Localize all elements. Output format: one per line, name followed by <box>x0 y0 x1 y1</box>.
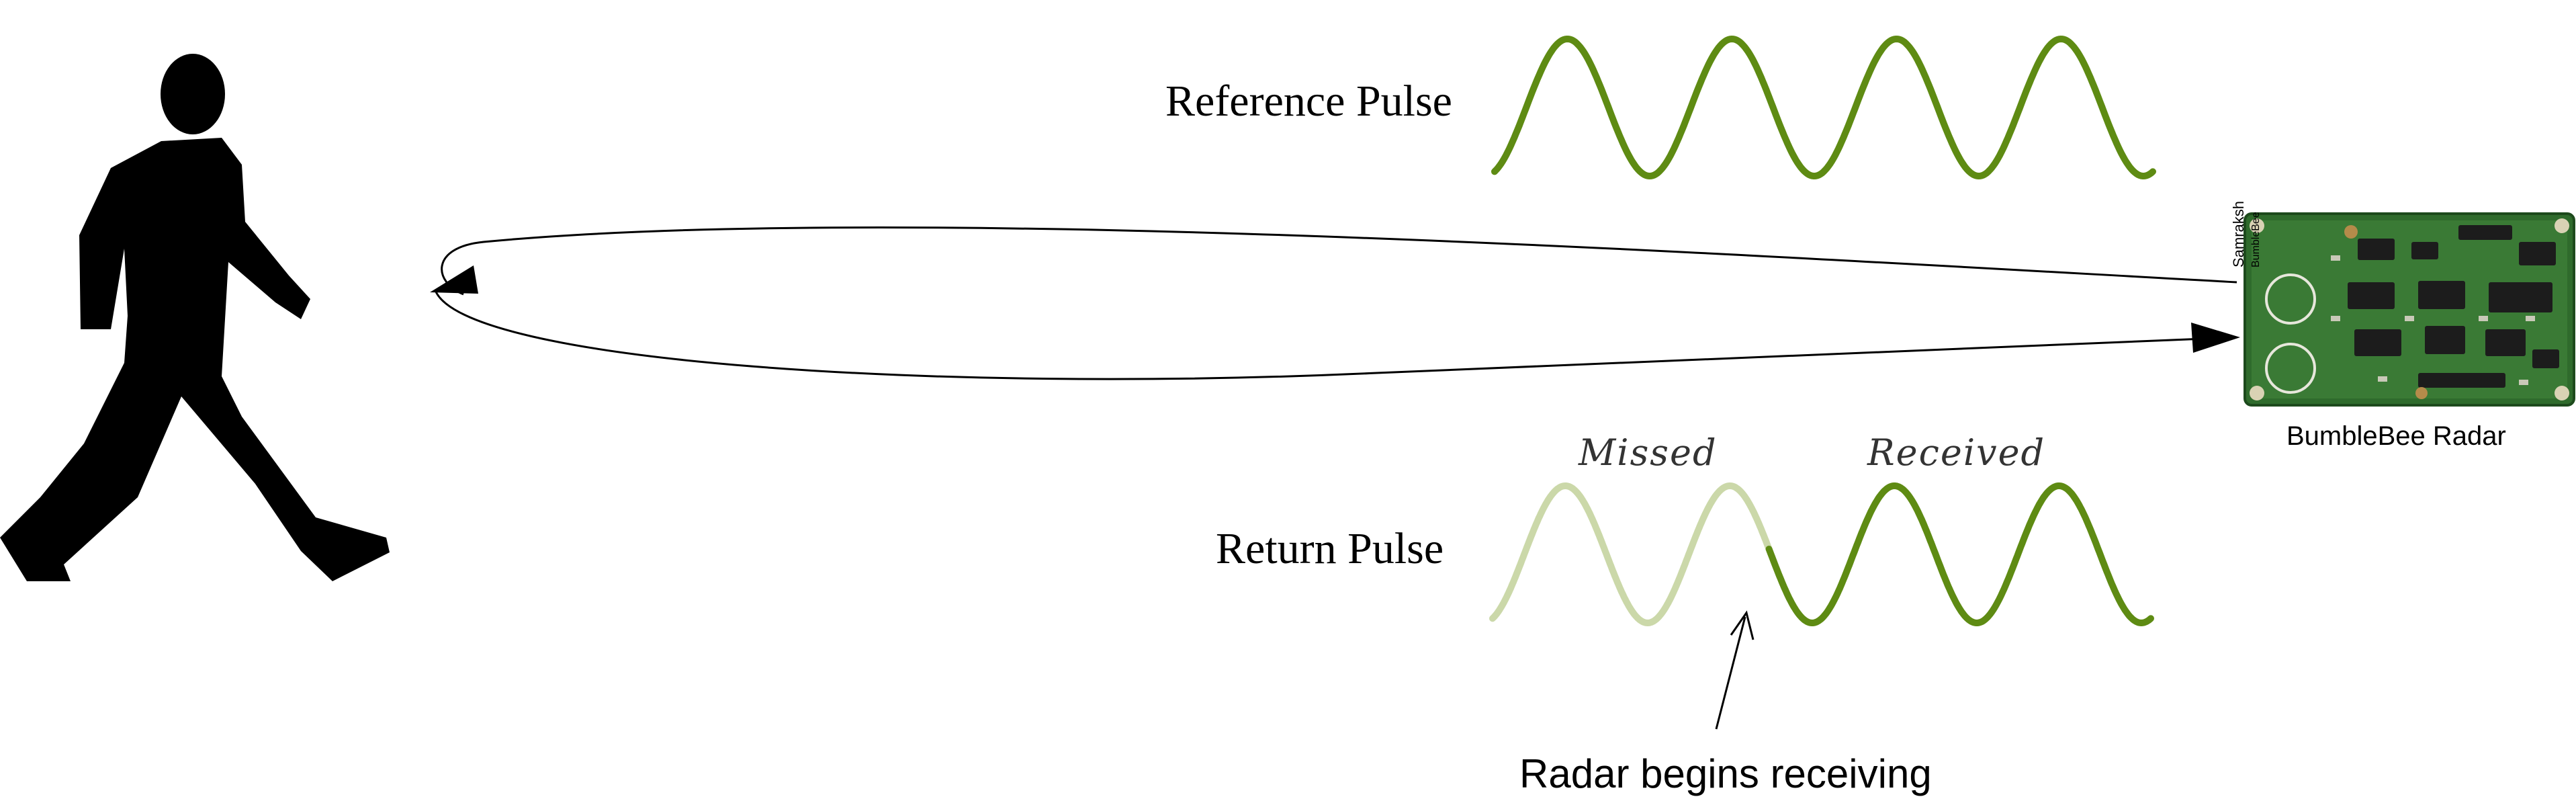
radar-begins-receiving-label: Radar begins receiving <box>1519 751 1932 796</box>
receiving-pointer-arrowhead-icon <box>1730 610 1755 640</box>
arrowhead-left-icon <box>430 265 478 294</box>
received-label: Received <box>1867 431 2045 474</box>
radar-circuit-board-icon: Samraksh BumbleBee <box>2230 201 2575 407</box>
return-pulse-missed-wave <box>1489 482 1773 626</box>
arrowhead-right-icon <box>2191 323 2240 353</box>
return-pulse-received-wave <box>1765 482 2154 627</box>
radar-name-label: BumbleBee Radar <box>2286 421 2506 451</box>
reference-pulse-label: Reference Pulse <box>1165 77 1452 126</box>
missed-label: Missed <box>1578 431 1718 474</box>
walking-person-icon <box>0 54 390 581</box>
outgoing-signal-line <box>441 226 2237 296</box>
return-pulse-label: Return Pulse <box>1216 524 1444 573</box>
receiving-pointer-line <box>1715 616 1746 730</box>
board-brand-text: Samraksh <box>2230 201 2247 267</box>
return-signal-line <box>434 290 2237 380</box>
reference-pulse-wave <box>1491 35 2156 180</box>
signal-path-loop <box>430 226 2240 380</box>
board-model-text: BumbleBee <box>2250 212 2262 267</box>
